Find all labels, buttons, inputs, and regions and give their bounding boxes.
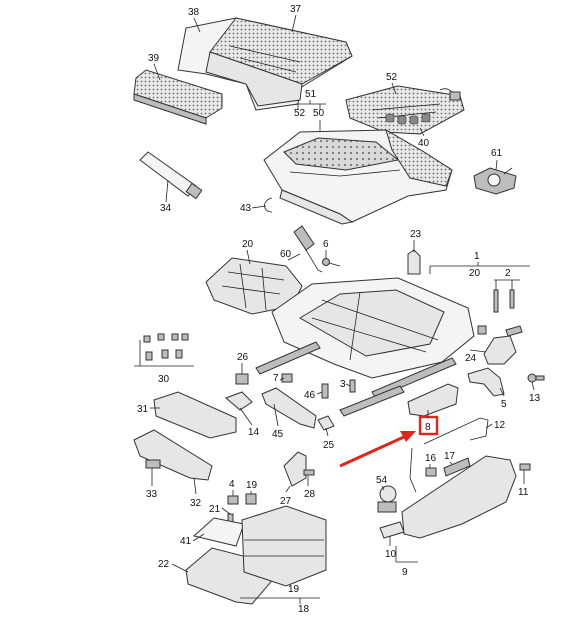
callout-6: 6: [323, 239, 329, 250]
callout-17: 17: [444, 451, 456, 462]
callout-50: 50: [313, 108, 325, 119]
callout-46: 46: [304, 390, 316, 401]
side-trim-panel: [401, 455, 517, 539]
clip-25: [317, 415, 335, 431]
callout-61: 61: [491, 148, 503, 159]
callout-18: 18: [298, 604, 310, 615]
hinge-5: [467, 367, 505, 397]
seat-cushion-foam: [177, 17, 353, 111]
callout-12: 12: [494, 420, 506, 431]
motor-54: [377, 485, 397, 513]
highlight-arrow-head: [400, 431, 416, 442]
belt-buckle: [293, 225, 323, 273]
screw-set-30: [143, 333, 189, 361]
callout-43: 43: [240, 203, 252, 214]
plate-41: [192, 517, 245, 547]
callout-7: 7: [273, 373, 279, 384]
callout-11: 11: [518, 487, 529, 498]
bracket-27: [283, 451, 315, 487]
callout-5: 5: [501, 399, 507, 410]
small-parts-4-19-21: [227, 493, 257, 525]
callout-52: 52: [386, 72, 398, 83]
callout-41: 41: [180, 536, 192, 547]
callout-1: 1: [474, 251, 480, 262]
callout-30: 30: [158, 374, 170, 385]
connector-7: [281, 373, 293, 383]
bolts-2: [477, 289, 523, 337]
callout-13: 13: [529, 393, 541, 404]
callout-20-sub: 20: [469, 268, 481, 279]
callout-21: 21: [209, 504, 221, 515]
seat-pan: [205, 257, 303, 315]
leader-lines: [134, 14, 535, 604]
highlight-arrow: [339, 434, 407, 468]
callout-22: 22: [158, 559, 170, 570]
callout-28: 28: [304, 489, 316, 500]
callout-52-sub: 52: [294, 108, 306, 119]
callout-51: 51: [305, 89, 317, 100]
callout-8: 8: [425, 422, 431, 433]
callout-19-b: 19: [288, 584, 300, 595]
cable-12: [409, 417, 489, 493]
callout-54: 54: [376, 475, 388, 486]
highlight-part-8: 8: [339, 410, 439, 468]
seat-frame: [255, 277, 475, 417]
bolt-11: [519, 463, 531, 471]
connector-26: [235, 373, 249, 385]
callout-2: 2: [505, 268, 511, 279]
callout-33: 33: [146, 489, 158, 500]
cover-8: [407, 383, 459, 417]
trim-45: [261, 387, 317, 429]
callout-23: 23: [410, 229, 422, 240]
callout-31: 31: [137, 404, 149, 415]
seat-pad-39: [133, 69, 223, 125]
callout-40: 40: [418, 138, 430, 149]
callout-26: 26: [237, 352, 249, 363]
callout-16: 16: [425, 453, 437, 464]
seat-cover: [263, 128, 453, 225]
bracket-23: [407, 249, 421, 275]
bracket-24: [483, 335, 517, 365]
callout-45: 45: [272, 429, 284, 440]
bracket-61: [473, 167, 517, 195]
clip-43: [264, 197, 273, 213]
callout-32: 32: [190, 498, 202, 509]
callout-60: 60: [280, 249, 292, 260]
callout-9: 9: [402, 567, 408, 578]
highlight-box: [418, 415, 439, 436]
clip-14: [225, 391, 253, 411]
callout-25: 25: [323, 440, 335, 451]
callout-34: 34: [160, 203, 172, 214]
callout-3: 3: [340, 379, 346, 390]
bolt-13: [527, 373, 545, 383]
callout-27: 27: [280, 496, 292, 507]
storage-tray-31: [153, 391, 237, 439]
front-trim-32: [133, 429, 213, 481]
switch-16-17: [425, 457, 471, 477]
callout-20: 20: [242, 239, 254, 250]
bracket-10: [379, 521, 405, 539]
seat-heating-mat: [345, 85, 465, 135]
callout-38: 38: [188, 7, 200, 18]
grease-tube: [139, 151, 203, 200]
callout-4: 4: [229, 479, 235, 490]
callout-labels: 38 37 39 52 51 52 50 40 61 34 43 20 60 6…: [137, 4, 541, 615]
callout-24: 24: [465, 353, 477, 364]
callout-39: 39: [148, 53, 160, 64]
drawer-housing-18: [241, 505, 327, 587]
callout-19: 19: [246, 480, 258, 491]
screws-46-3: [321, 379, 356, 399]
callout-10: 10: [385, 549, 397, 560]
screw-6: [322, 258, 341, 267]
callout-37: 37: [290, 4, 302, 15]
callout-14: 14: [248, 427, 260, 438]
